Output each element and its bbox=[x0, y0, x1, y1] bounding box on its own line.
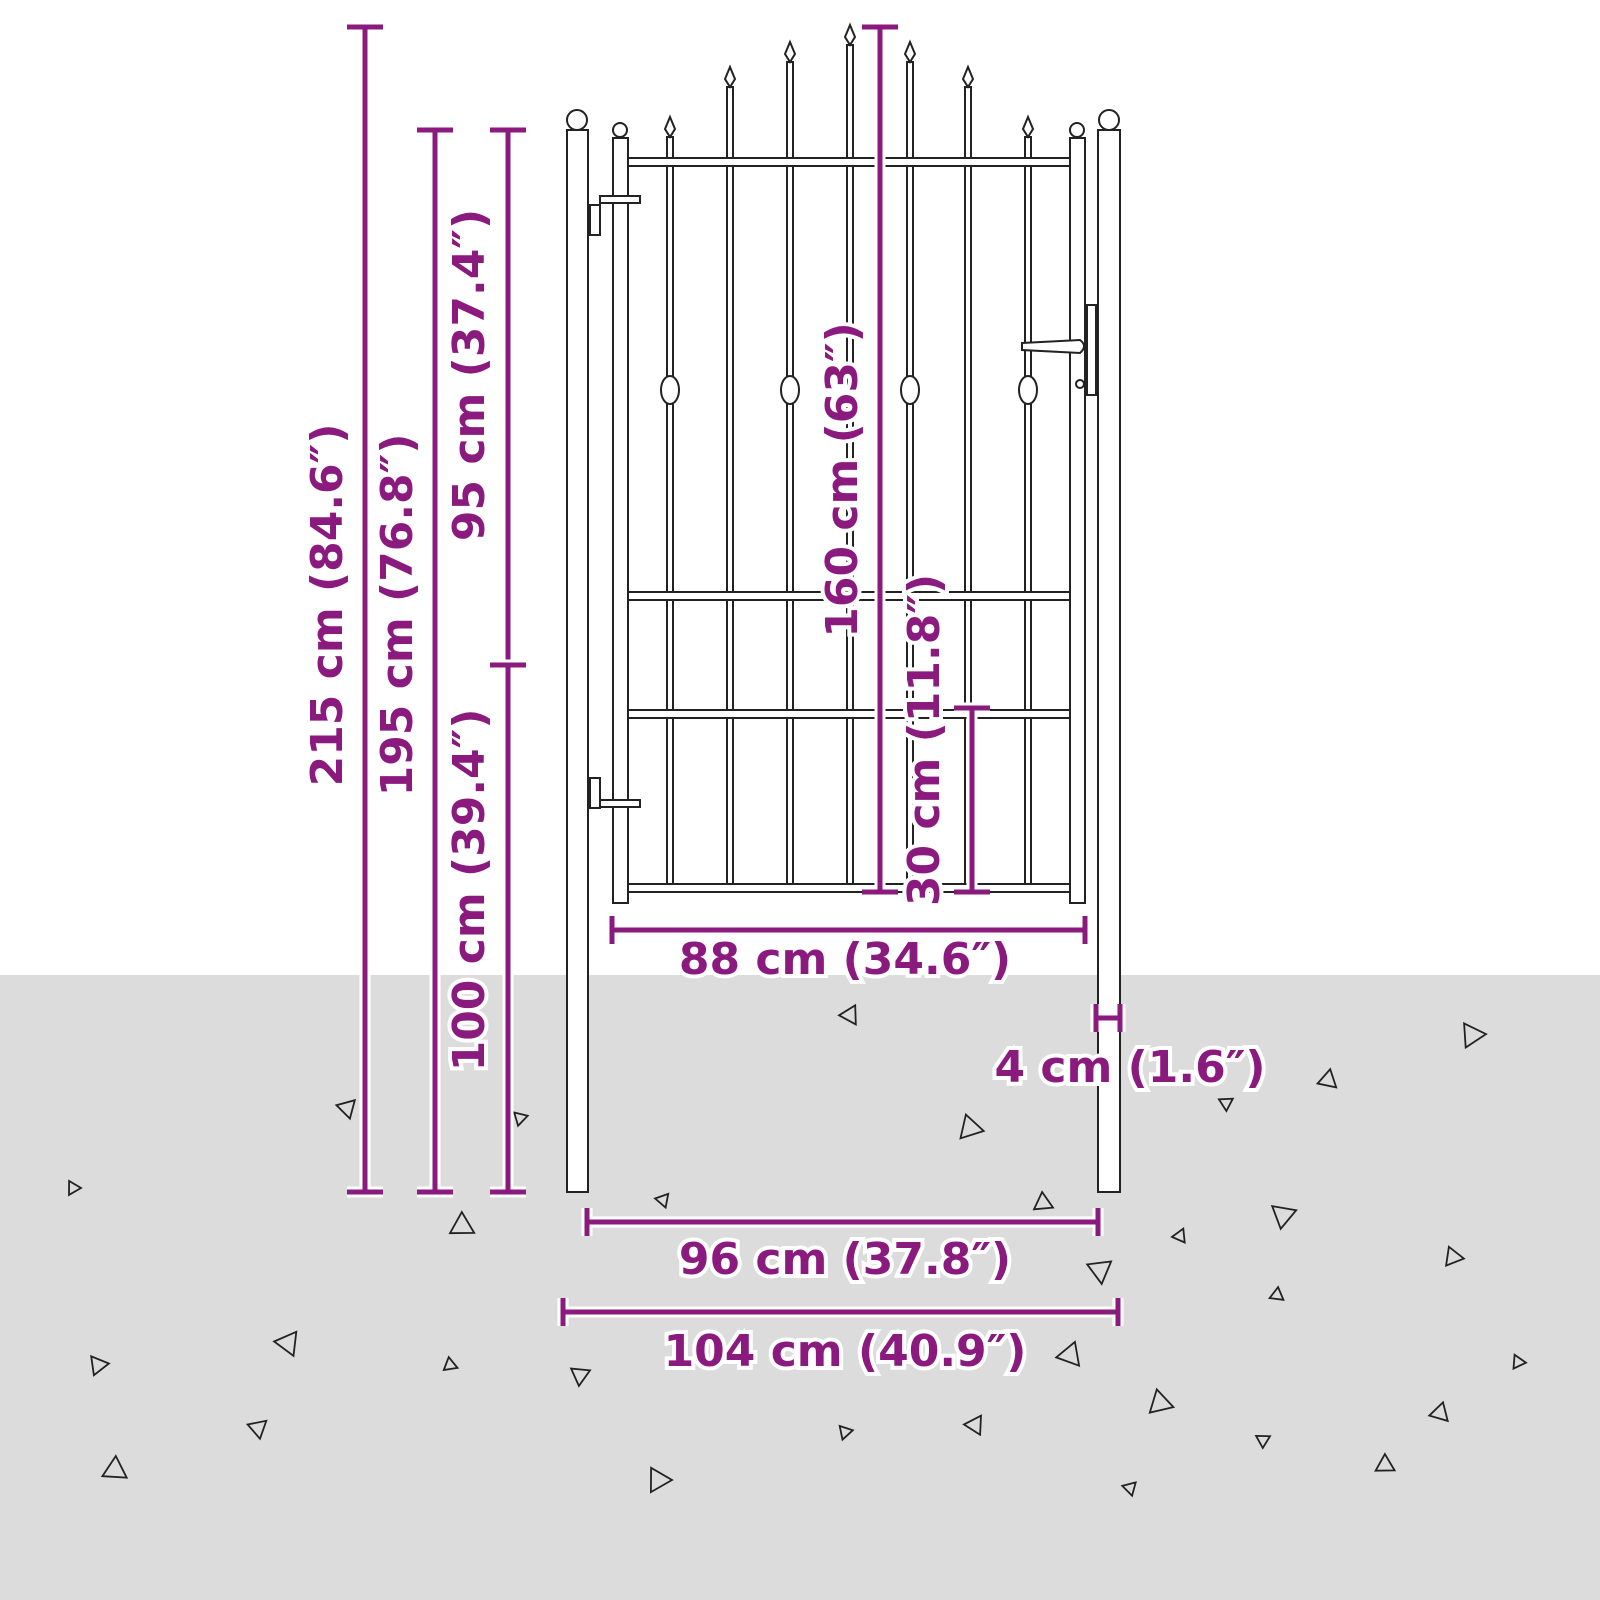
gravel-triangles bbox=[68, 1003, 1528, 1498]
lock-plate bbox=[1086, 304, 1097, 396]
picket-bar bbox=[786, 61, 794, 885]
keyhole bbox=[1075, 379, 1085, 389]
gravel-triangle bbox=[1085, 1260, 1113, 1286]
left-post-cap bbox=[566, 109, 588, 131]
spear-tip-icon bbox=[1021, 114, 1035, 139]
spear-tip-icon bbox=[843, 22, 857, 47]
gravel-triangle bbox=[1463, 1021, 1488, 1050]
right-post-cap bbox=[1098, 109, 1120, 131]
dimension-lines bbox=[347, 21, 1126, 1326]
left-post bbox=[566, 129, 589, 1193]
gravel-triangle bbox=[272, 1330, 298, 1358]
label-post-width: 4 cm (1.6″) bbox=[994, 1042, 1265, 1093]
gravel-triangle bbox=[100, 1454, 129, 1479]
bottom-rail bbox=[627, 883, 1071, 893]
gravel-triangle bbox=[1512, 1353, 1528, 1371]
lower-rail bbox=[627, 709, 1071, 719]
spear-tip-icon bbox=[961, 64, 975, 89]
label-total-height: 215 cm (84.6″) bbox=[302, 424, 353, 787]
left-stile bbox=[612, 137, 629, 904]
gravel-triangle bbox=[1270, 1204, 1298, 1231]
gravel-triangle bbox=[1374, 1452, 1397, 1472]
ground bbox=[0, 975, 1600, 1600]
right-post bbox=[1097, 129, 1121, 1193]
label-center-height: 160 cm (63″) bbox=[817, 322, 868, 638]
picket-bar bbox=[1024, 136, 1032, 885]
right-stile bbox=[1069, 137, 1086, 904]
label-outer-width: 104 cm (40.9″) bbox=[664, 1326, 1027, 1377]
gravel-triangle bbox=[653, 1192, 670, 1210]
spear-tip-icon bbox=[783, 39, 797, 64]
gravel-triangle bbox=[1444, 1245, 1466, 1268]
gravel-triangle bbox=[245, 1419, 268, 1441]
gravel-triangle bbox=[1267, 1285, 1285, 1301]
scroll-ornament bbox=[1018, 375, 1038, 405]
label-upper-height: 95 cm (37.4″) bbox=[444, 209, 495, 541]
background bbox=[0, 0, 1600, 975]
gravel-triangle bbox=[1120, 1481, 1137, 1498]
picket-bar bbox=[666, 136, 674, 885]
gravel-triangle bbox=[1032, 1190, 1055, 1211]
label-gate-height: 195 cm (76.8″) bbox=[372, 434, 423, 797]
gravel-triangle bbox=[1148, 1387, 1176, 1414]
mid-rail bbox=[627, 591, 1071, 601]
gravel-triangle bbox=[962, 1414, 982, 1437]
gravel-triangle bbox=[1054, 1340, 1081, 1368]
gravel-triangle bbox=[90, 1354, 111, 1377]
hinge-bottom bbox=[589, 777, 601, 809]
gravel-triangle bbox=[448, 1210, 476, 1235]
gravel-triangle bbox=[442, 1355, 460, 1372]
top-rail bbox=[627, 157, 1071, 167]
gravel-triangle bbox=[569, 1367, 592, 1388]
picket-bar bbox=[726, 86, 734, 885]
label-gate-width: 88 cm (34.6″) bbox=[679, 934, 1011, 985]
gravel-triangle bbox=[959, 1112, 986, 1140]
gravel-triangle bbox=[334, 1098, 357, 1121]
dimension-labels: 215 cm (84.6″) 195 cm (76.8″) 95 cm (37.… bbox=[298, 205, 1270, 1381]
gravel-triangle bbox=[1254, 1434, 1272, 1450]
hinge-top bbox=[589, 204, 601, 236]
gravel-triangle bbox=[68, 1179, 83, 1197]
label-bottom-gap: 30 cm (11.8″) bbox=[899, 574, 950, 906]
label-lower-height: 100 cm (39.4″) bbox=[444, 709, 495, 1072]
gravel-triangle bbox=[1427, 1400, 1449, 1423]
gravel-triangle bbox=[837, 1003, 857, 1026]
gravel-triangle bbox=[1217, 1097, 1235, 1113]
spear-tip-icon bbox=[723, 64, 737, 89]
door-handle bbox=[1021, 338, 1085, 355]
gravel-triangle bbox=[1170, 1227, 1186, 1244]
gravel-triangle bbox=[512, 1111, 530, 1128]
spear-tip-icon bbox=[903, 39, 917, 64]
gravel-triangle bbox=[649, 1466, 674, 1494]
gravel-triangle bbox=[1315, 1067, 1338, 1089]
scroll-ornament bbox=[660, 375, 680, 405]
gate-drawing bbox=[566, 22, 1121, 1193]
scroll-ornament bbox=[900, 375, 920, 405]
label-inner-width: 96 cm (37.8″) bbox=[679, 1234, 1011, 1285]
scroll-ornament bbox=[780, 375, 800, 405]
spear-tip-icon bbox=[663, 114, 677, 139]
gravel-triangle bbox=[838, 1424, 855, 1442]
